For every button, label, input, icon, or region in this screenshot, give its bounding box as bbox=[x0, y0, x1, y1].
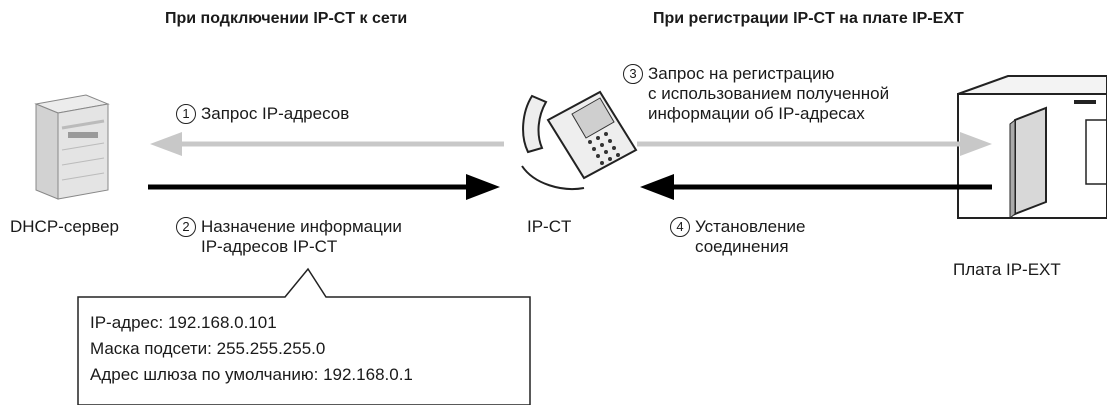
step-number: 3 bbox=[623, 64, 643, 84]
ip-telephone-icon bbox=[521, 90, 638, 190]
callout-default-gateway: Адрес шлюза по умолчанию: 192.168.0.1 bbox=[90, 365, 413, 384]
step-3-text-line-2: с использованием полученной bbox=[648, 84, 890, 103]
ip-ct-label: IP-CT bbox=[527, 217, 572, 236]
step-4-text-line-1: Установление bbox=[695, 217, 806, 236]
callout-ip-address: IP-адрес: 192.168.0.101 bbox=[90, 313, 277, 332]
step-4: 4 Установление соединения bbox=[670, 217, 805, 257]
ip-info-callout bbox=[77, 267, 531, 405]
step-2: 2 Назначение информации IP-адресов IP-CT bbox=[176, 217, 402, 257]
step-1-text: Запрос IP-адресов bbox=[201, 104, 350, 123]
arrow-connection-establishment bbox=[640, 174, 992, 200]
step-number: 4 bbox=[670, 217, 690, 237]
step-2-text-line-1: Назначение информации bbox=[201, 217, 402, 236]
step-number: 1 bbox=[176, 104, 196, 124]
ip-ext-card-icon bbox=[957, 75, 1107, 220]
step-3: 3 Запрос на регистрацию с использованием… bbox=[623, 64, 889, 124]
arrow-ip-address-assignment bbox=[148, 174, 500, 200]
heading-ip-ext-registration: При регистрации IP-CT на плате IP-EXT bbox=[653, 10, 964, 27]
step-4-text-line-2: соединения bbox=[695, 237, 789, 256]
step-3-text-line-3: информации об IP-адресах bbox=[648, 104, 865, 123]
step-number: 2 bbox=[176, 217, 196, 237]
step-2-text-line-2: IP-адресов IP-CT bbox=[201, 237, 338, 256]
arrow-registration-request bbox=[637, 132, 992, 156]
dhcp-server-label: DHCP-сервер bbox=[10, 217, 119, 236]
step-1: 1 Запрос IP-адресов bbox=[176, 104, 349, 124]
arrow-ip-address-request bbox=[150, 132, 504, 156]
dhcp-server-icon bbox=[34, 94, 110, 200]
ip-ext-card-label: Плата IP-EXT bbox=[953, 260, 1061, 279]
heading-network-connection: При подключении IP-CT к сети bbox=[165, 10, 408, 27]
step-3-text-line-1: Запрос на регистрацию bbox=[648, 64, 835, 83]
callout-subnet-mask: Маска подсети: 255.255.255.0 bbox=[90, 339, 326, 358]
